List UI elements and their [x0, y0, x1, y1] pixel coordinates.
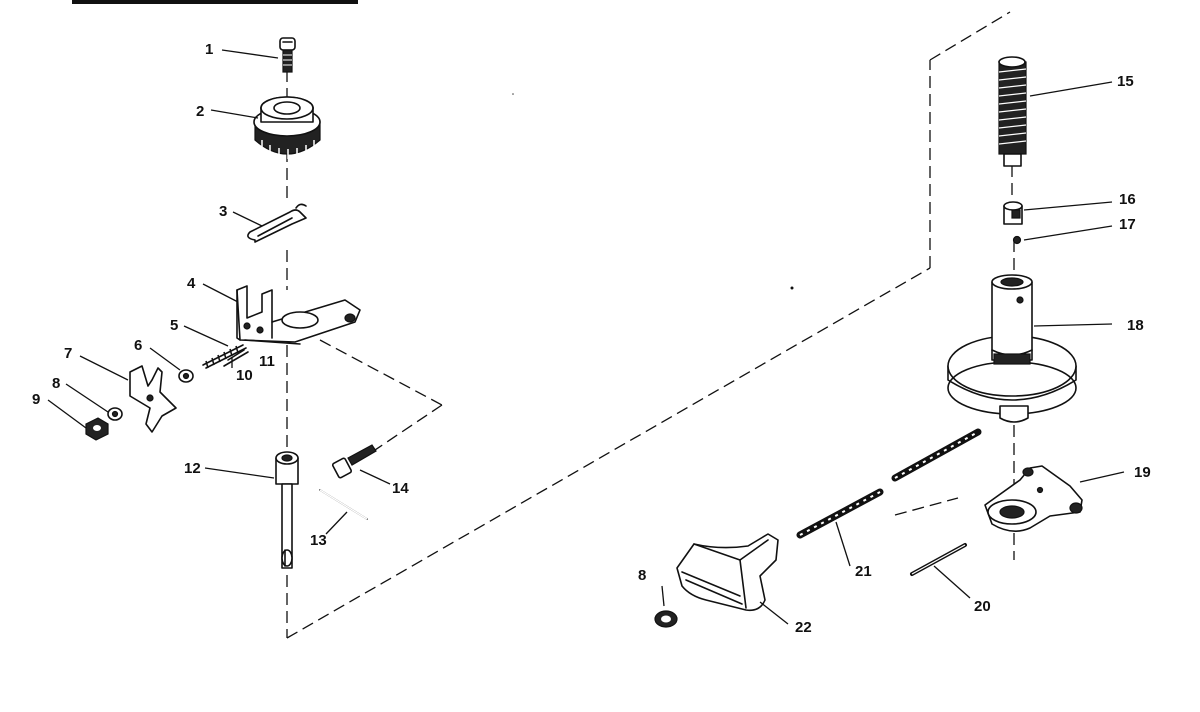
callout-22: 22 — [795, 619, 812, 636]
callout-9: 9 — [32, 391, 40, 408]
part-2-gear — [253, 96, 321, 159]
callout-18: 18 — [1127, 317, 1144, 334]
part-8-washer-bottom — [654, 610, 678, 628]
callout-7: 7 — [64, 345, 72, 362]
part-10-11-pins — [223, 349, 249, 367]
callout-6: 6 — [134, 337, 142, 354]
callout-14: 14 — [392, 480, 409, 497]
callout-11: 11 — [259, 353, 275, 370]
part-6-washer — [178, 369, 194, 383]
callout-4: 4 — [187, 275, 196, 292]
callout-19: 19 — [1134, 464, 1151, 481]
assembly-dashed-lines — [286, 11, 1015, 639]
leader-lines — [47, 49, 1125, 625]
part-14-bolt — [331, 444, 377, 479]
part-17-ball — [1012, 235, 1022, 245]
callout-16: 16 — [1119, 191, 1136, 208]
part-1-screw — [279, 37, 296, 73]
part-20-rod — [910, 543, 967, 576]
speck — [790, 286, 794, 290]
part-13-pin — [319, 489, 368, 520]
callout-13: 13 — [310, 532, 327, 549]
part-16-collar — [1003, 201, 1023, 225]
part-12-pivot-post — [275, 451, 299, 569]
part-4-bracket — [236, 285, 361, 345]
callout-17: 17 — [1119, 216, 1136, 233]
part-5-spring — [202, 344, 247, 369]
callout-2: 2 — [196, 103, 204, 120]
part-9-nut — [85, 417, 109, 441]
callout-8-bottom: 8 — [638, 567, 646, 584]
callout-1: 1 — [205, 41, 213, 58]
callout-10: 10 — [236, 367, 253, 384]
part-21-cord — [796, 428, 982, 539]
part-7-lever-plate — [129, 365, 177, 433]
part-22-handle — [676, 533, 779, 612]
callout-8-left: 8 — [52, 375, 60, 392]
callout-20: 20 — [974, 598, 991, 615]
callout-3: 3 — [219, 203, 227, 220]
part-15-threaded-shaft — [998, 56, 1027, 167]
header-rule — [72, 0, 358, 4]
callout-5: 5 — [170, 317, 178, 334]
callout-21: 21 — [855, 563, 872, 580]
callout-15: 15 — [1117, 73, 1134, 90]
callout-labels: 1 2 3 4 5 6 7 8 9 10 11 12 13 14 15 16 1… — [32, 41, 1151, 636]
part-18-drum-pulley — [947, 274, 1077, 423]
part-8-washer-left — [107, 407, 123, 421]
part-19-lever-arm — [984, 465, 1083, 532]
part-3-hairpin-clip — [247, 203, 307, 243]
callout-12: 12 — [184, 460, 201, 477]
speck — [512, 93, 514, 95]
